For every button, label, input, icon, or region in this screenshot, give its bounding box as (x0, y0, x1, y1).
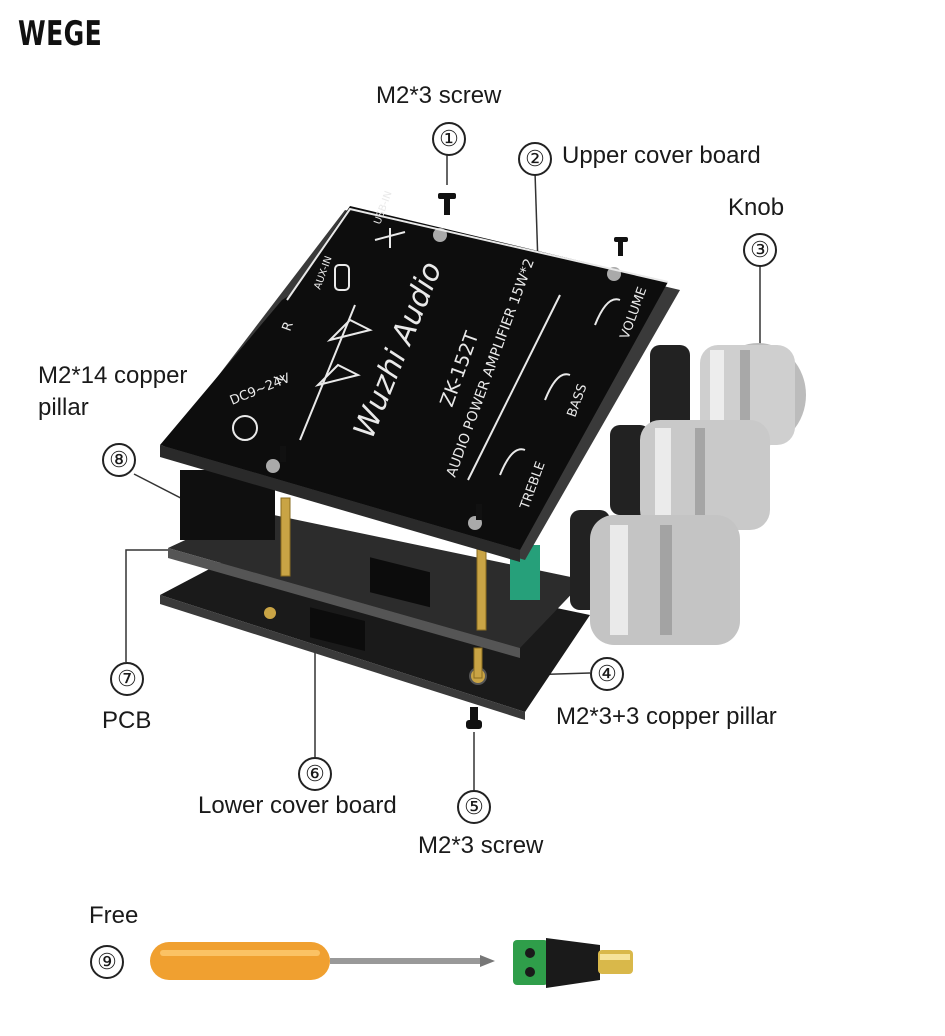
callout-2-number: ② (518, 142, 552, 176)
knob-group (570, 343, 806, 645)
callout-9-number: ⑨ (90, 945, 124, 979)
callout-6-number: ⑥ (298, 757, 332, 791)
screw-mid-2 (476, 504, 482, 520)
board-print-graphics (232, 207, 669, 481)
callout-7-number: ⑦ (110, 662, 144, 696)
upper-cover-board (160, 206, 680, 562)
screw-top-2 (614, 237, 628, 256)
brand-logo: WEGE (18, 14, 103, 54)
callout-4-number: ④ (590, 657, 624, 691)
callout-5-label: M2*3 screw (418, 832, 544, 859)
callout-4-label: M2*3+3 copper pillar (556, 703, 777, 730)
knob-bass (610, 420, 770, 530)
screw-mid-1 (280, 446, 286, 462)
callout-9-label: Free (89, 902, 139, 929)
screw-top-1 (438, 193, 456, 215)
callout-3-label: Knob (728, 194, 785, 221)
screw-bottom (466, 707, 482, 729)
callout-1-number: ① (432, 122, 466, 156)
callout-7-label: PCB (102, 707, 152, 734)
screws (280, 193, 628, 729)
knob-treble (570, 510, 740, 645)
pcb-board (168, 470, 585, 658)
callout-3-number: ③ (743, 233, 777, 267)
callout-6-label: Lower cover board (198, 792, 397, 819)
callout-5-number: ⑤ (457, 790, 491, 824)
callout-8-number: ⑧ (102, 443, 136, 477)
callout-8-label: M2*14 copper pillar (38, 362, 188, 421)
dc-connector (513, 938, 633, 988)
callout-2-label: Upper cover board (562, 142, 761, 169)
screwdriver (150, 942, 495, 980)
callout-1-label: M2*3 screw (376, 82, 502, 109)
